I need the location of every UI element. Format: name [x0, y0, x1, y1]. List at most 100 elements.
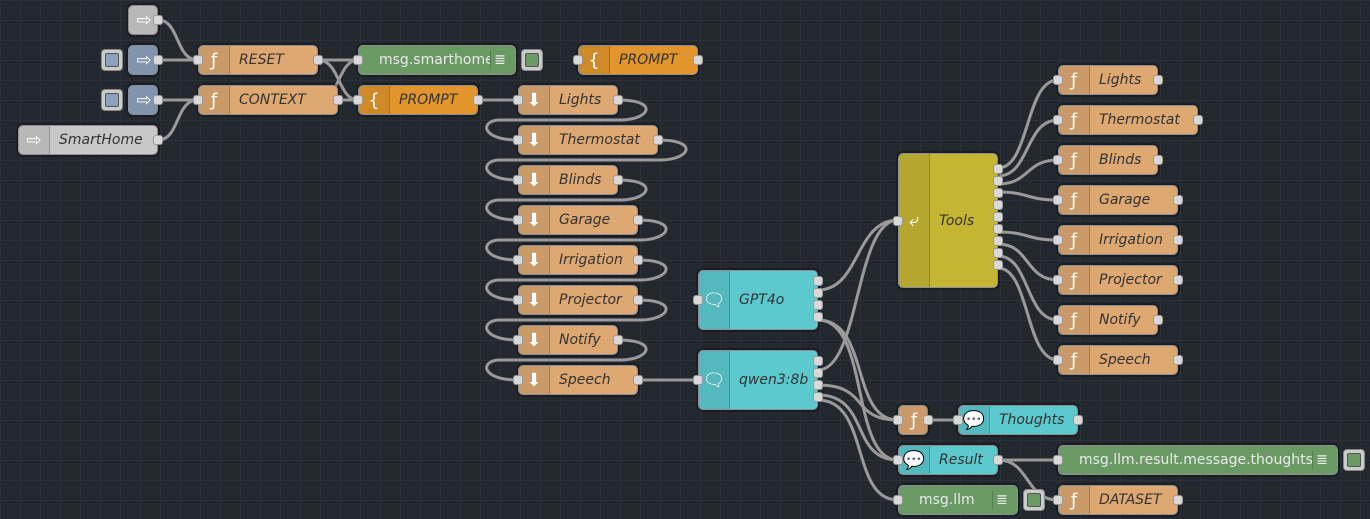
input-port[interactable]: [893, 216, 903, 226]
output-port[interactable]: [633, 215, 643, 225]
tool-func-notify[interactable]: ƒ Notify: [1053, 305, 1163, 335]
output-port[interactable]: [813, 288, 823, 298]
tool-def-lights[interactable]: ⬇ Lights: [513, 85, 623, 115]
output-port[interactable]: [153, 15, 163, 25]
output-port[interactable]: [993, 176, 1003, 186]
tool-func-speech[interactable]: ƒ Speech: [1053, 345, 1183, 375]
output-port[interactable]: [473, 95, 483, 105]
tool-def-irrigation[interactable]: ⬇ Irrigation: [513, 245, 643, 275]
output-port[interactable]: [613, 95, 623, 105]
output-port[interactable]: [633, 295, 643, 305]
input-port[interactable]: [893, 455, 903, 465]
tool-def-notify[interactable]: ⬇ Notify: [513, 325, 623, 355]
input-port[interactable]: [1053, 455, 1063, 465]
tool-func-lights[interactable]: ƒ Lights: [1053, 65, 1163, 95]
output-port[interactable]: [813, 300, 823, 310]
input-port[interactable]: [513, 135, 523, 145]
input-port[interactable]: [513, 255, 523, 265]
output-port[interactable]: [813, 356, 823, 366]
output-port[interactable]: [153, 135, 163, 145]
input-port[interactable]: [513, 375, 523, 385]
output-port[interactable]: [1193, 115, 1203, 125]
tool-func-thermostat[interactable]: ƒ Thermostat: [1053, 105, 1203, 135]
output-port[interactable]: [1173, 235, 1183, 245]
input-port[interactable]: [193, 95, 203, 105]
inject-node-reset[interactable]: ⇨: [101, 45, 163, 75]
input-port[interactable]: [1053, 115, 1063, 125]
function-node-thoughts[interactable]: ƒ: [893, 405, 933, 435]
debug-node-thoughts[interactable]: msg.llm.result.message.thoughts ≣: [1053, 445, 1365, 475]
tool-func-blinds[interactable]: ƒ Blinds: [1053, 145, 1163, 175]
inject-node-context[interactable]: ⇨: [101, 85, 163, 115]
output-port[interactable]: [153, 95, 163, 105]
template-node-prompt-top[interactable]: { PROMPT: [573, 45, 703, 75]
output-port[interactable]: [1173, 195, 1183, 205]
comment-node-result[interactable]: 💬 Result: [893, 445, 1003, 475]
output-port[interactable]: [1173, 355, 1183, 365]
output-port[interactable]: [813, 368, 823, 378]
input-port[interactable]: [1053, 315, 1063, 325]
input-port[interactable]: [953, 415, 963, 425]
inject-node-smarthome[interactable]: ⇨ SmartHome: [18, 125, 163, 155]
output-port[interactable]: [1153, 155, 1163, 165]
output-port[interactable]: [993, 200, 1003, 210]
input-port[interactable]: [513, 175, 523, 185]
inject-button[interactable]: [101, 49, 123, 71]
debug-node-llm[interactable]: msg.llm ≣: [893, 485, 1045, 515]
output-port[interactable]: [1173, 275, 1183, 285]
output-port[interactable]: [813, 276, 823, 286]
input-port[interactable]: [353, 95, 363, 105]
output-port[interactable]: [993, 188, 1003, 198]
input-port[interactable]: [1053, 75, 1063, 85]
output-port[interactable]: [633, 375, 643, 385]
input-port[interactable]: [693, 375, 703, 385]
output-port[interactable]: [633, 255, 643, 265]
function-node-context[interactable]: ƒ CONTEXT: [193, 85, 343, 115]
input-port[interactable]: [1053, 155, 1063, 165]
input-port[interactable]: [513, 335, 523, 345]
llm-node-qwen[interactable]: 🗨 qwen3:8b: [693, 350, 823, 410]
output-port[interactable]: [993, 212, 1003, 222]
output-port[interactable]: [993, 224, 1003, 234]
input-port[interactable]: [893, 415, 903, 425]
llm-node-gpt[interactable]: 🗨 GPT4o: [693, 270, 823, 330]
output-port[interactable]: [1173, 495, 1183, 505]
input-port[interactable]: [573, 55, 583, 65]
output-port[interactable]: [1153, 75, 1163, 85]
input-port[interactable]: [1053, 195, 1063, 205]
input-port[interactable]: [513, 295, 523, 305]
output-port[interactable]: [923, 415, 933, 425]
output-port[interactable]: [813, 380, 823, 390]
tool-def-projector[interactable]: ⬇ Projector: [513, 285, 643, 315]
output-port[interactable]: [653, 135, 663, 145]
output-port[interactable]: [813, 392, 823, 402]
input-port[interactable]: [1053, 275, 1063, 285]
tool-func-projector[interactable]: ƒ Projector: [1053, 265, 1183, 295]
input-port[interactable]: [693, 295, 703, 305]
output-port[interactable]: [993, 164, 1003, 174]
output-port[interactable]: [153, 55, 163, 65]
tool-def-garage[interactable]: ⬇ Garage: [513, 205, 643, 235]
input-port[interactable]: [193, 55, 203, 65]
tool-func-garage[interactable]: ƒ Garage: [1053, 185, 1183, 215]
input-port[interactable]: [1053, 235, 1063, 245]
output-port[interactable]: [813, 312, 823, 322]
function-node-dataset[interactable]: ƒ DATASET: [1053, 485, 1183, 515]
output-port[interactable]: [333, 95, 343, 105]
inject-button[interactable]: [101, 89, 123, 111]
inject-node-top[interactable]: ⇨: [128, 5, 163, 35]
output-port[interactable]: [993, 260, 1003, 270]
output-port[interactable]: [1073, 415, 1083, 425]
output-port[interactable]: [613, 335, 623, 345]
input-port[interactable]: [353, 55, 363, 65]
tool-def-blinds[interactable]: ⬇ Blinds: [513, 165, 623, 195]
output-port[interactable]: [613, 175, 623, 185]
input-port[interactable]: [1053, 495, 1063, 505]
comment-node-thoughts[interactable]: 💬 Thoughts: [953, 405, 1083, 435]
input-port[interactable]: [513, 215, 523, 225]
output-port[interactable]: [693, 55, 703, 65]
tools-switch-node[interactable]: ⤶ Tools: [893, 153, 1003, 288]
tool-def-thermostat[interactable]: ⬇ Thermostat: [513, 125, 663, 155]
debug-toggle[interactable]: [1023, 489, 1045, 511]
debug-toggle[interactable]: [1343, 449, 1365, 471]
